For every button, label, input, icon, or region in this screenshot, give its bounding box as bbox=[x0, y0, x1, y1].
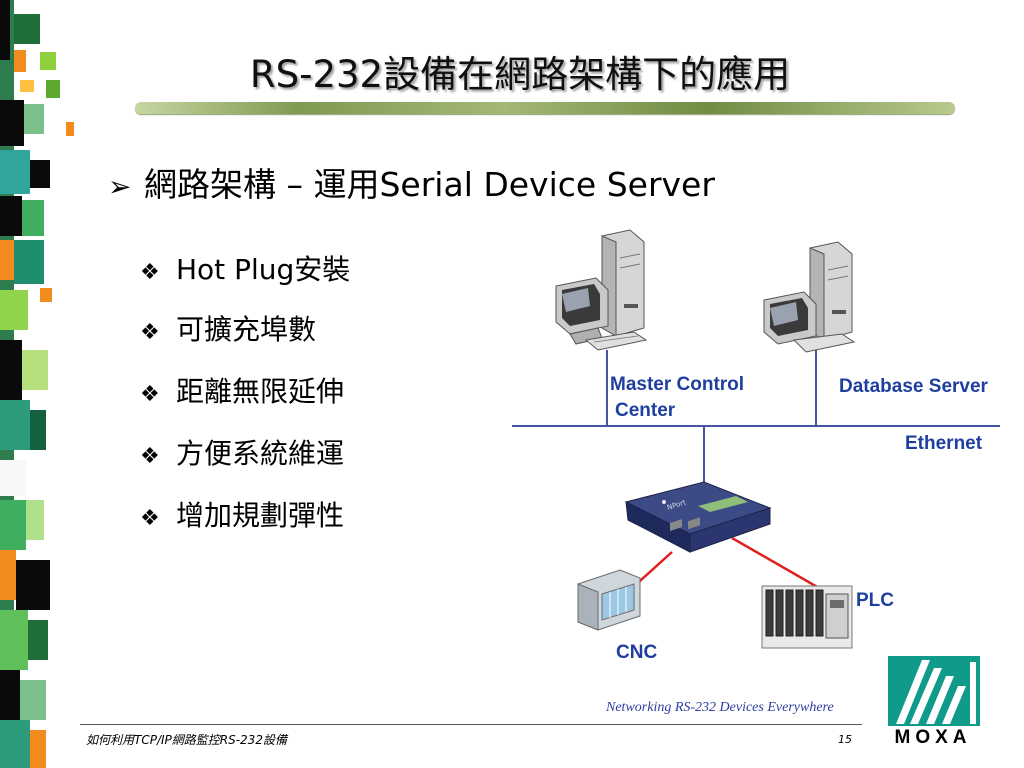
sub-bullet-text: 距離無限延伸 bbox=[176, 375, 345, 408]
sub-bullet: ❖ 可擴充埠數 bbox=[140, 308, 316, 348]
sub-bullet: ❖ 增加規劃彈性 bbox=[140, 494, 344, 534]
sub-bullet-text: 方便系統維運 bbox=[176, 437, 345, 470]
sub-bullet: ❖ Hot Plug安裝 bbox=[140, 248, 350, 288]
footer-tagline: Networking RS-232 Devices Everywhere bbox=[606, 700, 834, 715]
database-server-computer-icon bbox=[763, 241, 856, 353]
diamond-bullet-icon: ❖ bbox=[140, 260, 160, 285]
main-bullet-text: 網路架構 – 運用Serial Device Server bbox=[144, 165, 715, 204]
database-drop-line bbox=[815, 350, 817, 426]
diamond-bullet-icon: ❖ bbox=[140, 444, 160, 469]
left-mosaic-decoration bbox=[0, 0, 74, 768]
slide-title: RS-232設備在網路架構下的應用 bbox=[249, 53, 791, 96]
footer-title: 如何利用TCP/IP網路監控RS-232設備 bbox=[86, 733, 287, 747]
plc-label: PLC bbox=[856, 590, 894, 611]
moxa-logo-text: MOXA bbox=[894, 727, 972, 748]
title-underline-bar bbox=[135, 102, 955, 114]
page-number: 15 bbox=[838, 733, 852, 746]
master-control-computer-icon bbox=[555, 229, 648, 351]
arrow-bullet-icon: ➢ bbox=[108, 170, 132, 203]
device-server-drop-line bbox=[703, 426, 705, 492]
sub-bullet-text: Hot Plug安裝 bbox=[176, 253, 351, 286]
master-control-label-line2: Center bbox=[615, 400, 676, 421]
sub-bullet-text: 增加規劃彈性 bbox=[176, 499, 345, 532]
sub-bullet: ❖ 方便系統維運 bbox=[140, 432, 344, 472]
sub-bullet: ❖ 距離無限延伸 bbox=[140, 370, 344, 410]
database-server-label: Database Server bbox=[839, 376, 988, 397]
master-control-label-line1: Master Control bbox=[610, 374, 745, 395]
main-bullet: ➢ 網路架構 – 運用Serial Device Server bbox=[108, 158, 715, 206]
master-drop-line bbox=[606, 350, 608, 426]
serial-device-server-icon: NPort bbox=[624, 481, 772, 553]
moxa-logo-icon bbox=[886, 654, 982, 728]
diamond-bullet-icon: ❖ bbox=[140, 382, 160, 407]
sub-bullet-text: 可擴充埠數 bbox=[176, 313, 317, 346]
plc-icon bbox=[761, 585, 853, 649]
footer-divider bbox=[80, 724, 862, 725]
ethernet-label: Ethernet bbox=[905, 433, 983, 454]
ethernet-line bbox=[512, 425, 1000, 427]
cnc-label: CNC bbox=[616, 642, 658, 663]
diamond-bullet-icon: ❖ bbox=[140, 320, 160, 345]
diamond-bullet-icon: ❖ bbox=[140, 506, 160, 531]
cnc-machine-icon bbox=[577, 569, 641, 631]
